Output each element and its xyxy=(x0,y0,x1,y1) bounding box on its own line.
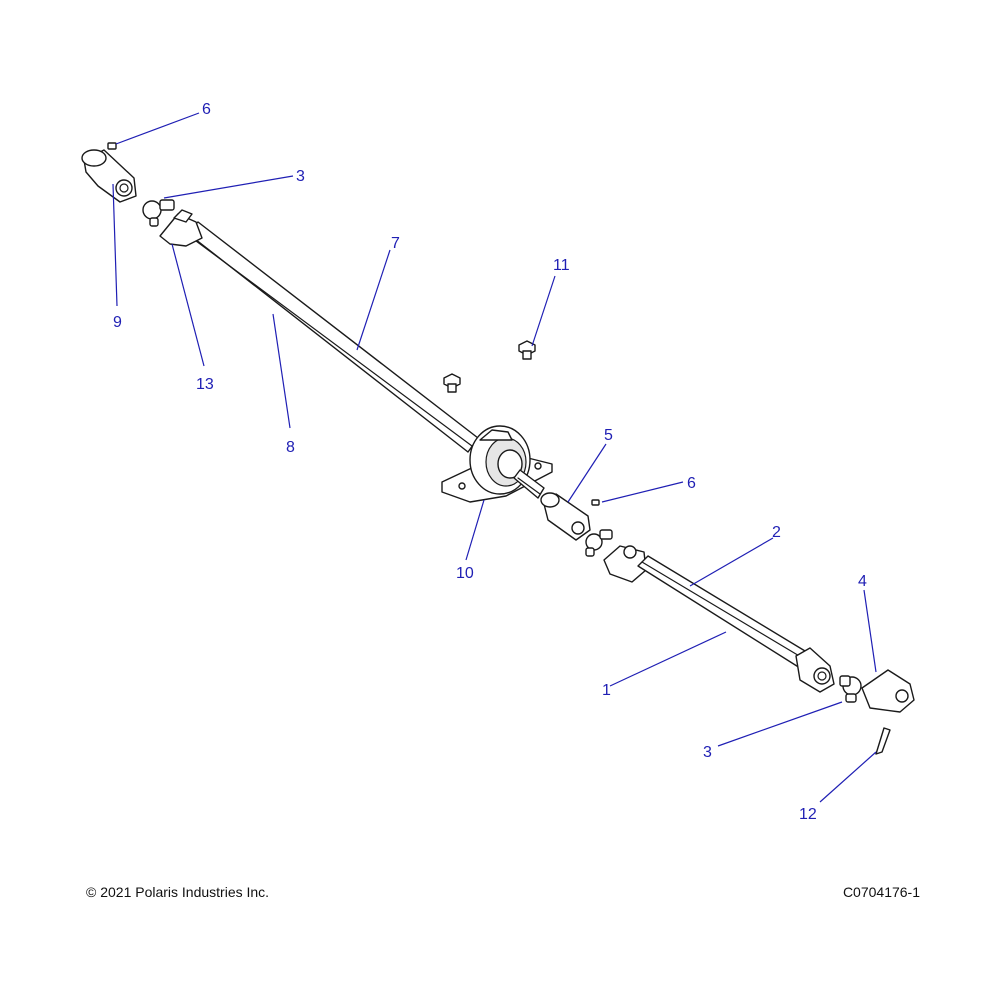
callout-11: 11 xyxy=(553,257,570,274)
copyright-text: © 2021 Polaris Industries Inc. xyxy=(86,884,270,900)
rear-shaft-end-yoke xyxy=(795,647,835,693)
callout-3-top: 3 xyxy=(296,168,305,185)
shaft-yoke-13 xyxy=(159,209,203,247)
figure-code: C0704176-1 xyxy=(842,884,920,900)
callout-2: 2 xyxy=(772,524,781,541)
grease-fitting-top xyxy=(107,142,117,150)
bolt-11-a xyxy=(518,340,536,360)
front-prop-shaft-tube xyxy=(185,221,479,453)
leader-lines xyxy=(112,112,877,803)
callout-8: 8 xyxy=(286,439,295,456)
splined-stub-shaft xyxy=(513,469,545,499)
callout-13: 13 xyxy=(196,376,214,393)
u-joint-cross-bottom xyxy=(839,675,862,703)
rear-prop-shaft-tube xyxy=(637,555,811,669)
callout-1: 1 xyxy=(602,682,611,699)
bolt-11-b xyxy=(443,373,461,393)
callout-10: 10 xyxy=(456,565,474,582)
callout-9: 9 xyxy=(113,314,122,331)
callout-4: 4 xyxy=(858,573,867,590)
u-joint-cross-center xyxy=(585,529,613,557)
roll-pin-12 xyxy=(875,727,891,755)
callout-3-bottom: 3 xyxy=(703,744,712,761)
slip-yoke-5 xyxy=(540,492,591,541)
grease-fitting-mid xyxy=(591,499,600,506)
callout-6-mid: 6 xyxy=(687,475,696,492)
slip-yoke-9 xyxy=(81,149,137,203)
callouts: 6 3 9 13 7 8 11 5 6 10 2 4 1 3 12 xyxy=(113,101,867,823)
end-yoke-4 xyxy=(861,669,915,713)
callout-5: 5 xyxy=(604,427,613,444)
callout-12: 12 xyxy=(799,806,817,823)
u-joint-cross-top xyxy=(142,199,175,227)
callout-7: 7 xyxy=(391,235,400,252)
center-support-bearing-10 xyxy=(441,425,553,503)
callout-6-top: 6 xyxy=(202,101,211,118)
